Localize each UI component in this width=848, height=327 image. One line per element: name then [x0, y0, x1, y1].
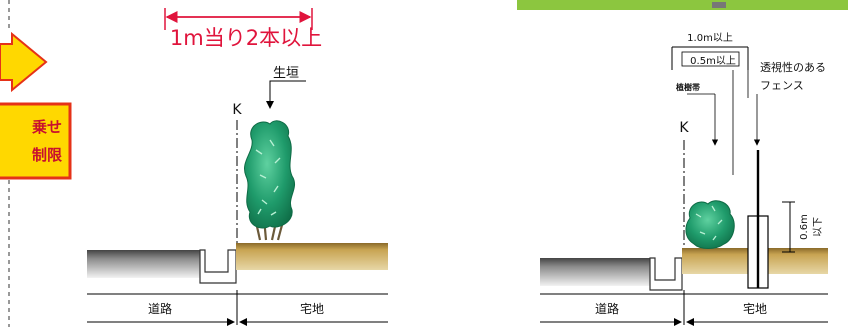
lot-soil: [236, 243, 388, 270]
lot-label-left: 宅地: [300, 301, 324, 316]
dim-inner-label: 0.5m以上: [690, 55, 736, 67]
road-label-right: 道路: [595, 301, 619, 316]
height-value-label: 0.6m: [799, 214, 810, 240]
gutter-right: [649, 257, 683, 291]
spacing-dimension: [164, 8, 313, 30]
callout-box: [0, 102, 72, 180]
road-surface-right: [540, 258, 650, 286]
dim-outer-label: 1.0m以上: [687, 32, 733, 44]
height-suffix-label: 以下: [813, 217, 824, 237]
hedge-icon: [244, 120, 296, 241]
hedge-label: 生垣: [273, 66, 299, 81]
lot-label-right: 宅地: [743, 301, 767, 316]
yellow-arrow-icon: [0, 31, 48, 93]
fence-label-2: フェンス: [760, 79, 804, 92]
gutter: [199, 249, 237, 284]
boundary-marker-k: K: [232, 102, 242, 118]
callout-line-2: 制限: [32, 146, 62, 164]
planting-strip-label: 植樹帯: [675, 82, 700, 92]
green-banner: [517, 0, 848, 10]
boundary-marker-k-right: K: [679, 120, 689, 136]
shrub-icon: [685, 200, 735, 249]
spacing-rule-label: 1m当り2本以上: [170, 26, 322, 50]
hedge-leader-line: [266, 80, 306, 109]
callout-line-1: 乗せ: [32, 118, 62, 136]
road-surface: [87, 250, 200, 278]
fence-label-1: 透視性のある: [760, 60, 826, 74]
road-label-left: 道路: [148, 301, 172, 316]
